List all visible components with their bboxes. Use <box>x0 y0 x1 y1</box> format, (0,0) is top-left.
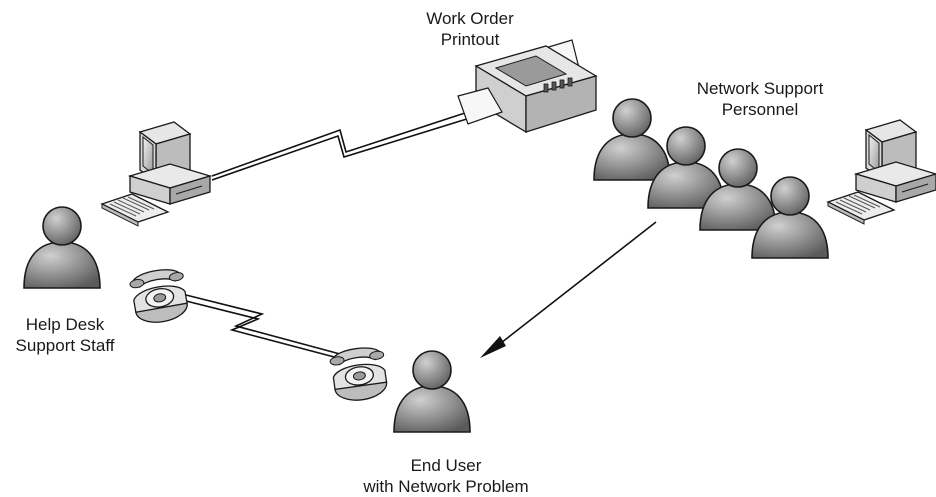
work-order-line-1: Work Order <box>426 9 514 28</box>
network-support-line-1: Network Support <box>696 79 824 98</box>
computer-icon <box>101 121 211 227</box>
computer-icon <box>827 119 936 225</box>
arrow-icon <box>480 221 657 358</box>
network-support-line-2: Personnel <box>721 100 799 119</box>
person-icon <box>393 350 471 433</box>
person-icon <box>23 206 101 289</box>
work-order-line-2: Printout <box>440 30 500 49</box>
lightning-link-icon <box>181 299 339 359</box>
end-user-line-2: with Network Problem <box>363 477 529 496</box>
end-user-label: End User with Network Problem <box>356 455 536 497</box>
help-desk-line-2: Support Staff <box>15 336 115 355</box>
end-user-line-1: End User <box>410 456 482 475</box>
telephone-icon <box>127 265 192 327</box>
lightning-link-icon <box>211 117 471 181</box>
telephone-icon <box>328 344 391 405</box>
lightning-link-icon <box>211 111 469 177</box>
help-desk-line-1: Help Desk <box>25 315 105 334</box>
lightning-link-icon <box>181 293 341 355</box>
person-icon <box>593 98 671 181</box>
help-desk-label: Help Desk Support Staff <box>0 314 130 356</box>
network-support-label: Network Support Personnel <box>672 78 848 120</box>
work-order-label: Work Order Printout <box>400 8 540 50</box>
printer-icon <box>457 39 598 134</box>
